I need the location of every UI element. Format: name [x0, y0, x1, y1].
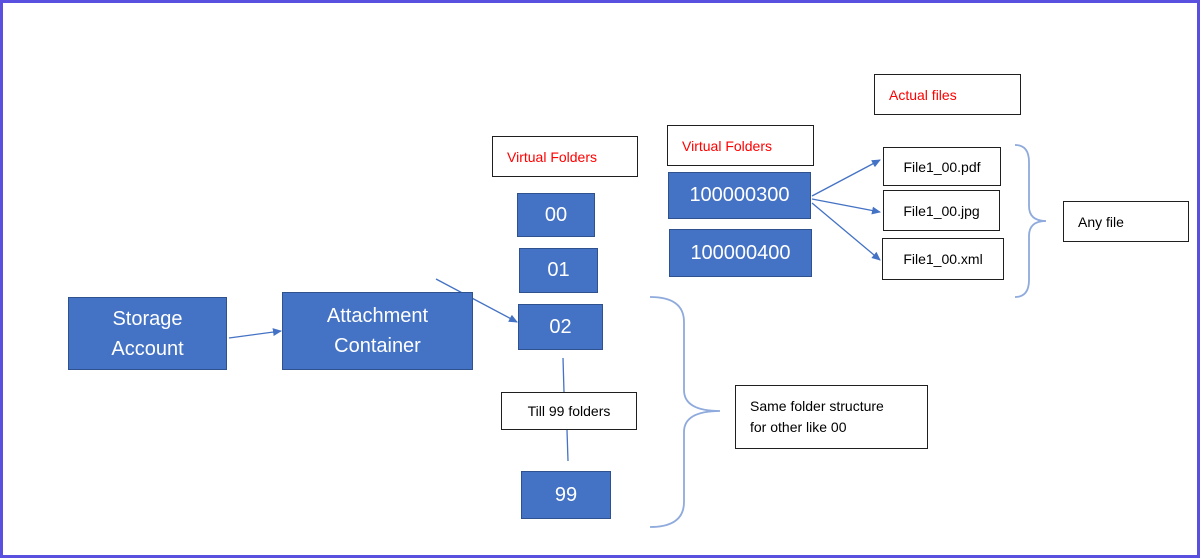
arrow-to-file-jpg: [811, 198, 881, 215]
connector-02-to-till: [562, 357, 565, 393]
arrow-storage-to-container: [228, 328, 282, 339]
connector-till-to-99: [566, 429, 569, 462]
subfolder-100000400-box: 100000400: [669, 229, 812, 277]
file-pdf-box: File1_00.pdf: [883, 147, 1001, 186]
arrow-to-file-pdf: [811, 159, 881, 197]
brace-folders: [649, 296, 721, 528]
virtual-folders-label: Virtual Folders: [667, 125, 814, 166]
folder-01-box: 01: [519, 248, 598, 293]
file-jpg-box: File1_00.jpg: [883, 190, 1000, 231]
file-xml-box: File1_00.xml: [882, 238, 1004, 280]
folder-00-box: 00: [517, 193, 595, 237]
storage-account-box: Storage Account: [68, 297, 227, 370]
attachment-container-box: Attachment Container: [282, 292, 473, 370]
same-folder-structure-label: Same folder structure for other like 00: [735, 385, 928, 449]
arrow-to-file-xml: [811, 202, 881, 261]
any-file-label: Any file: [1063, 201, 1189, 242]
virtual-folders-label: Virtual Folders: [492, 136, 638, 177]
folder-02-box: 02: [518, 304, 603, 350]
brace-files: [1014, 144, 1047, 298]
folder-99-box: 99: [521, 471, 611, 519]
till-99-folders-label: Till 99 folders: [501, 392, 637, 430]
subfolder-100000300-box: 100000300: [668, 172, 811, 219]
actual-files-label: Actual files: [874, 74, 1021, 115]
arrow-container-to-folder-02: [435, 278, 518, 323]
